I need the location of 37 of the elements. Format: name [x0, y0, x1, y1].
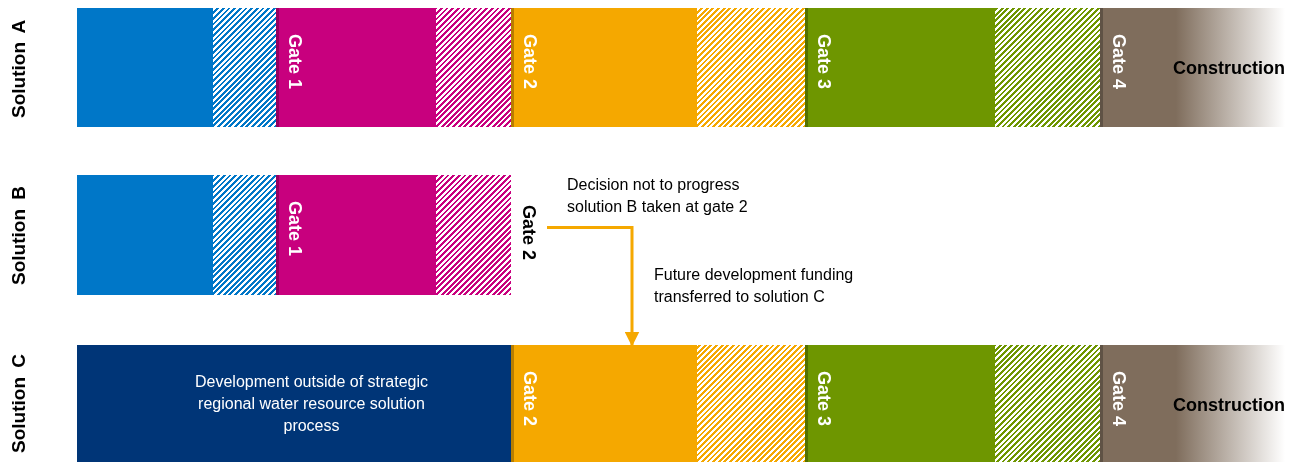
hatched-stage-bar	[995, 345, 1100, 462]
hatched-stage-bar	[213, 175, 276, 295]
gate-label: Gate 4	[1108, 371, 1129, 427]
gate-label: Gate 3	[813, 34, 834, 90]
hatched-stage-bar	[697, 345, 805, 462]
stage-bar	[805, 345, 995, 462]
gate-label: Gate 1	[284, 201, 305, 257]
stage-bar	[1100, 345, 1285, 462]
gate-label: Gate 2	[519, 371, 540, 427]
gate-label: Gate 3	[813, 371, 834, 427]
stage-bar	[511, 345, 697, 462]
annotation: Decision not to progress solution B taken at gate 2	[567, 175, 749, 217]
stage-bar	[1100, 8, 1285, 127]
row-label: Solution C	[8, 353, 30, 455]
stage-label: Construction	[1173, 58, 1285, 79]
row-label: Solution A	[8, 18, 30, 120]
row-label: Solution B	[8, 185, 30, 287]
stage-bar	[276, 8, 436, 127]
annotation: Future development funding transferred to solution C	[654, 265, 855, 307]
hatched-stage-bar	[697, 8, 805, 127]
gate-label: Gate 2	[518, 175, 539, 261]
gate-label: Gate 1	[284, 34, 305, 90]
hatched-stage-bar	[995, 8, 1100, 127]
stage-bar	[77, 175, 213, 295]
hatched-stage-bar	[436, 8, 511, 127]
stage-bar	[77, 345, 511, 462]
hatched-stage-bar	[213, 8, 276, 127]
gate-label: Gate 4	[1108, 34, 1129, 90]
stage-bar	[511, 8, 697, 127]
gate-label: Gate 2	[519, 34, 540, 90]
stage-bar	[77, 8, 213, 127]
stage-label: Construction	[1173, 395, 1285, 416]
stage-bar	[276, 175, 436, 295]
hatched-stage-bar	[436, 175, 511, 295]
arrow	[547, 226, 640, 347]
stage-bar	[805, 8, 995, 127]
stage-description: Development outside of strategic regional water resource solution process	[194, 372, 429, 436]
